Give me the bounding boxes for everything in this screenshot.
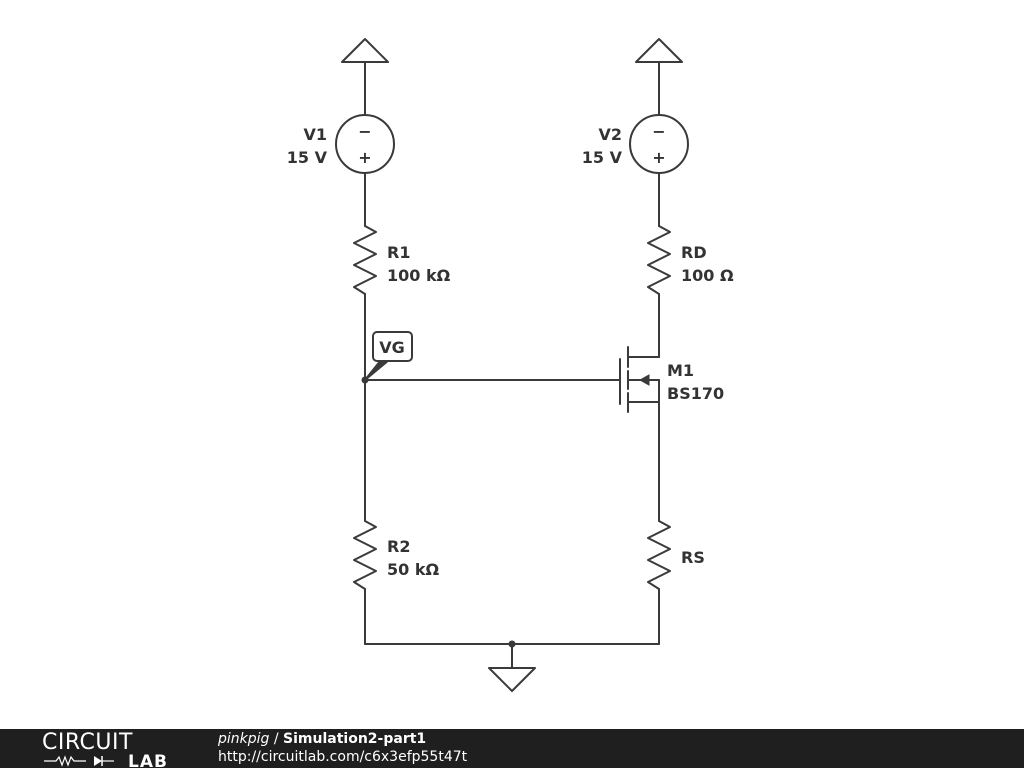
m1-mosfet <box>619 346 660 413</box>
m1-name-label: M1 <box>667 361 694 380</box>
m1-value-label: BS170 <box>667 384 724 403</box>
rd-value-label: 100 Ω <box>681 266 734 285</box>
circuit-schematic: − + V1 15 V R1 100 kΩ VG R2 50 kΩ − + V2… <box>287 38 734 692</box>
r1-name-label: R1 <box>387 243 410 262</box>
v2-plus-sign: + <box>652 148 665 167</box>
r1-value-label: 100 kΩ <box>387 266 451 285</box>
logo-lab-text: LAB <box>128 752 168 768</box>
circuit-url-link[interactable]: http://circuitlab.com/c6x3efp55t47t <box>218 749 468 765</box>
vg-probe-box <box>372 331 413 362</box>
r2-resistor <box>353 520 377 590</box>
rd-name-label: RD <box>681 243 707 262</box>
logo-resistor-squiggle <box>44 755 86 767</box>
footer-bar: CIRCUIT LAB pinkpig / Simulation2-part1 … <box>0 729 1024 768</box>
v2-name-label: V2 <box>598 125 622 144</box>
rs-name-label: RS <box>681 548 705 567</box>
rd-resistor <box>647 225 671 295</box>
rs-resistor <box>647 520 671 590</box>
circuit-name[interactable]: Simulation2-part1 <box>283 731 427 747</box>
logo-circuit-text: CIRCUIT <box>42 730 133 755</box>
v1-plus-sign: + <box>358 148 371 167</box>
r2-name-label: R2 <box>387 537 410 556</box>
r2-value-label: 50 kΩ <box>387 560 439 579</box>
v1-name-label: V1 <box>303 125 327 144</box>
v1-supply-symbol <box>341 38 389 63</box>
ground-symbol <box>488 667 536 692</box>
logo-diode-icon <box>94 756 102 766</box>
v1-voltage-source: − + <box>335 114 395 174</box>
title-separator: / <box>269 731 284 747</box>
v1-value-label: 15 V <box>287 148 328 167</box>
v2-voltage-source: − + <box>629 114 689 174</box>
v2-value-label: 15 V <box>582 148 623 167</box>
v2-supply-symbol <box>635 38 683 63</box>
circuitlab-logo[interactable]: CIRCUIT LAB <box>42 729 182 768</box>
r1-resistor <box>353 225 377 295</box>
circuit-title-line: pinkpig / Simulation2-part1 <box>218 731 426 747</box>
vg-probe-pointer <box>364 359 390 381</box>
vg-probe-label: VG <box>379 338 405 357</box>
v2-minus-sign: − <box>652 122 665 141</box>
author-link[interactable]: pinkpig <box>218 731 270 747</box>
v1-minus-sign: − <box>358 122 371 141</box>
